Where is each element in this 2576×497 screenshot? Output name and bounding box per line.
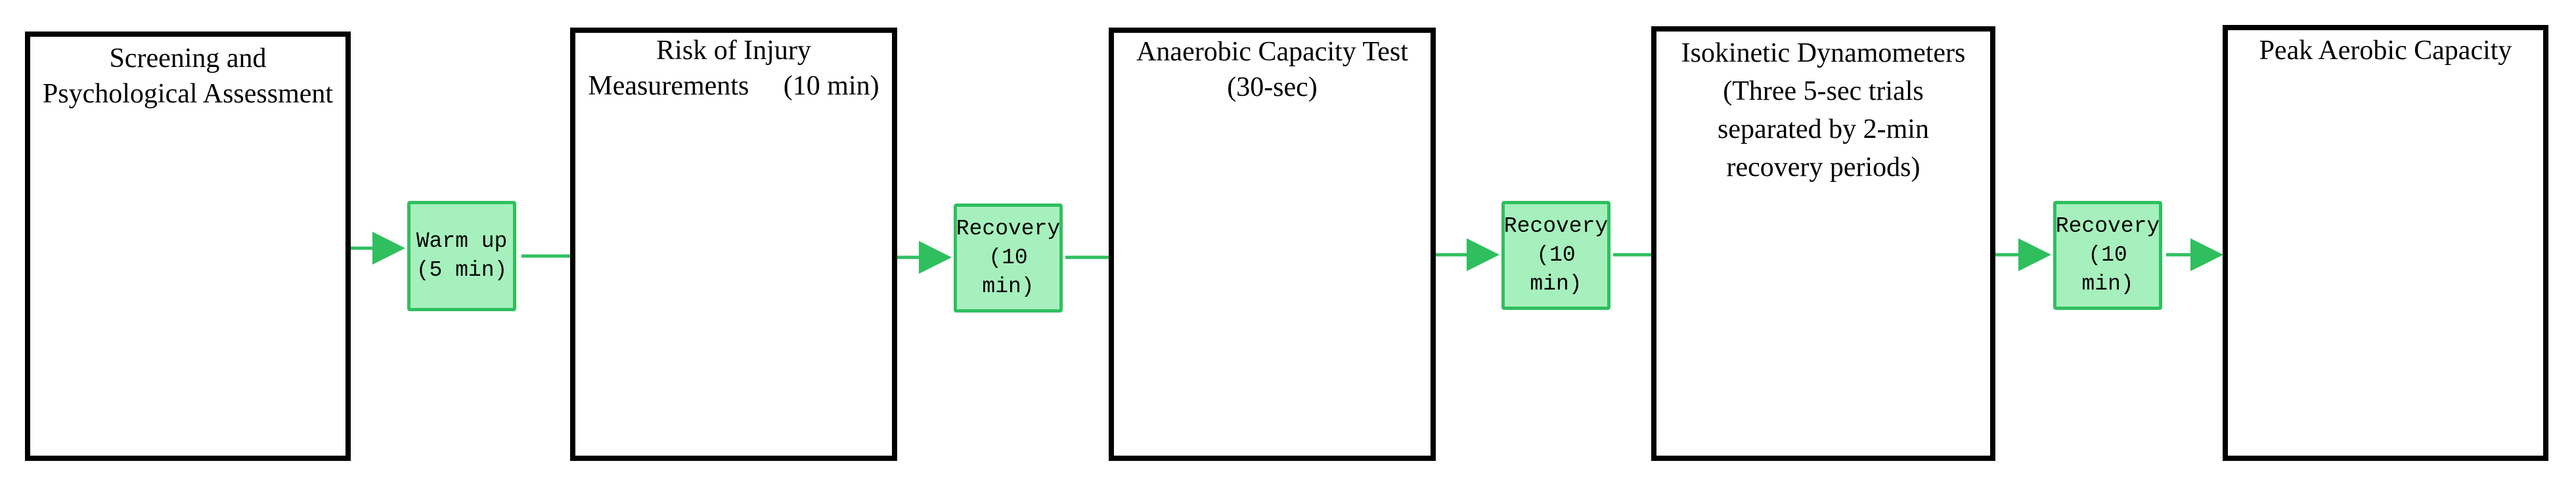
title-line: (30-sec) bbox=[1227, 72, 1318, 102]
title-line: (Three 5-sec trials bbox=[1723, 76, 1924, 106]
stage-title-isokinetic: Isokinetic Dynamometers (Three 5-sec tri… bbox=[1656, 34, 1990, 186]
recovery-box-1: Recovery (10 min) bbox=[954, 204, 1063, 313]
stage-box-risk-of-injury: Risk of Injury Measurements (10 min) bbox=[570, 28, 897, 461]
break-line: Recovery bbox=[1503, 214, 1609, 238]
break-line: (10 bbox=[988, 246, 1028, 270]
recovery-box-3: Recovery (10 min) bbox=[2053, 201, 2162, 310]
break-line: min) bbox=[1530, 272, 1582, 296]
break-line: min) bbox=[2081, 272, 2134, 296]
stage-title-risk-of-injury: Risk of Injury Measurements (10 min) bbox=[575, 33, 892, 104]
title-line: Risk of Injury bbox=[656, 35, 811, 66]
break-line: Recovery bbox=[956, 217, 1061, 241]
title-line: Measurements (10 min) bbox=[588, 71, 879, 101]
warm-up-box: Warm up (5 min) bbox=[407, 201, 516, 311]
stage-title-aerobic: Peak Aerobic Capacity bbox=[2228, 33, 2543, 68]
stage-box-screening: Screening and Psychological Assessment bbox=[25, 32, 351, 461]
break-line: (10 bbox=[1536, 243, 1576, 267]
title-line: Psychological Assessment bbox=[42, 79, 334, 109]
title-line: Isokinetic Dynamometers bbox=[1681, 38, 1966, 68]
title-line: Screening and bbox=[109, 43, 267, 74]
stage-title-screening: Screening and Psychological Assessment bbox=[30, 41, 345, 112]
stage-title-anaerobic: Anaerobic Capacity Test (30-sec) bbox=[1114, 34, 1431, 105]
title-line: Anaerobic Capacity Test bbox=[1136, 37, 1408, 67]
title-line: Peak Aerobic Capacity bbox=[2259, 35, 2512, 66]
stage-box-aerobic: Peak Aerobic Capacity bbox=[2223, 25, 2548, 461]
recovery-box-2: Recovery (10 min) bbox=[1501, 201, 1610, 310]
break-line: Warm up bbox=[416, 229, 508, 253]
title-line: recovery periods) bbox=[1726, 152, 1921, 183]
title-line: separated by 2-min bbox=[1718, 114, 1929, 144]
break-line: (10 bbox=[2088, 243, 2127, 267]
break-line: (5 min) bbox=[416, 258, 508, 282]
connectors bbox=[349, 232, 2223, 274]
break-line: min) bbox=[982, 274, 1034, 299]
break-line: Recovery bbox=[2055, 214, 2160, 238]
stage-box-isokinetic: Isokinetic Dynamometers (Three 5-sec tri… bbox=[1651, 26, 1995, 461]
stage-box-anaerobic: Anaerobic Capacity Test (30-sec) bbox=[1109, 28, 1436, 461]
